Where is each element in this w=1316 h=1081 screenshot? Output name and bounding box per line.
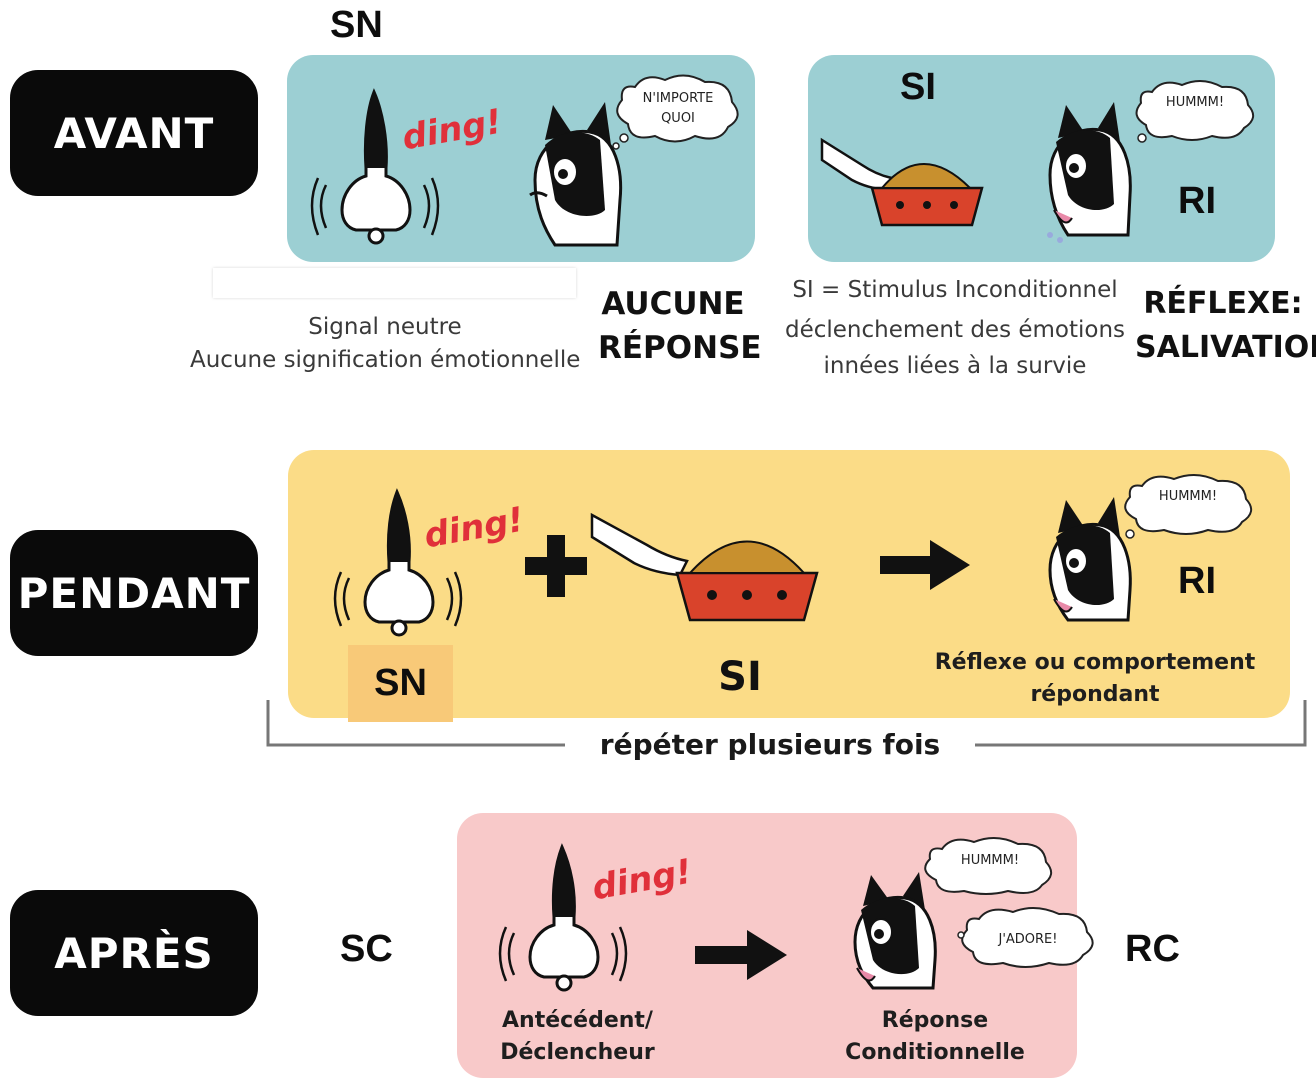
pendant-reflex-line2: répondant: [1030, 682, 1160, 707]
bell-icon: [333, 488, 463, 637]
blank-label-strip: [213, 268, 576, 298]
thought-bubble-icon: [957, 907, 1094, 968]
stage-label-apres: APRÈS: [10, 890, 258, 1016]
bubble-text-jadore: J'ADORE!: [998, 932, 1058, 947]
no-response-line1: AUCUNE: [601, 286, 745, 322]
avant-ri-label: RI: [1178, 180, 1216, 222]
avant-sn-label: SN: [330, 4, 383, 46]
pendant-reflex-line1: Réflexe ou comportement: [934, 650, 1256, 675]
dog-icon: [853, 872, 937, 990]
avant-si-label: SI: [900, 66, 936, 108]
food-bowl-icon: [820, 137, 984, 227]
reflex-line2: SALIVATION: [1135, 330, 1316, 365]
apres-sc-label: SC: [340, 928, 393, 970]
apres-rc-label: RC: [1125, 928, 1180, 970]
stage-label-pendant: PENDANT: [10, 530, 258, 656]
dog-icon: [529, 102, 623, 247]
thought-bubble-icon: [924, 837, 1053, 895]
repeat-bracket: [266, 700, 1307, 747]
si-caption-line1: SI = Stimulus Inconditionnel: [792, 277, 1118, 303]
si-caption-line3: innées liées à la survie: [823, 353, 1087, 379]
arrow-right-icon: [880, 540, 970, 590]
sn-highlight-box: [348, 645, 453, 722]
arrow-right-icon: [695, 930, 787, 980]
bell-icon: [498, 843, 628, 992]
antecedent-line2: Déclencheur: [500, 1040, 655, 1065]
dog-icon: [1047, 102, 1132, 243]
conditioned-response-line1: Réponse: [881, 1008, 989, 1033]
si-caption-line2: déclenchement des émotions: [784, 317, 1126, 343]
bubble-text-line1: N'IMPORTE: [642, 91, 714, 106]
bubble-text-hummm: HUMMM!: [1165, 95, 1225, 110]
reflex-line1: RÉFLEXE:: [1143, 286, 1303, 321]
pendant-sn-label: SN: [374, 662, 427, 704]
dog-icon: [1048, 497, 1132, 622]
conditioned-response-line2: Conditionnelle: [845, 1040, 1025, 1065]
no-response-line2: RÉPONSE: [598, 330, 762, 366]
antecedent-line1: Antécédent/: [502, 1008, 653, 1033]
thought-bubble-icon: [1135, 80, 1255, 143]
pendant-ri-label: RI: [1178, 560, 1216, 602]
signal-caption-line1: Signal neutre: [308, 314, 462, 340]
bell-icon: [310, 88, 440, 245]
pendant-si-label: SI: [718, 654, 762, 700]
bubble-text-line2: QUOI: [661, 111, 695, 126]
plus-icon: [525, 535, 587, 597]
bubble-text-hummm: HUMMM!: [960, 853, 1020, 868]
bubble-text-hummm: HUMMM!: [1158, 489, 1218, 504]
signal-caption-line2: Aucune signification émotionnelle: [190, 347, 581, 373]
thought-bubble-icon: [1124, 474, 1253, 539]
stage-label-avant: AVANT: [10, 70, 258, 196]
food-bowl-icon: [590, 512, 819, 622]
repeat-caption: répéter plusieurs fois: [599, 728, 941, 761]
thought-bubble-icon: [612, 74, 739, 150]
